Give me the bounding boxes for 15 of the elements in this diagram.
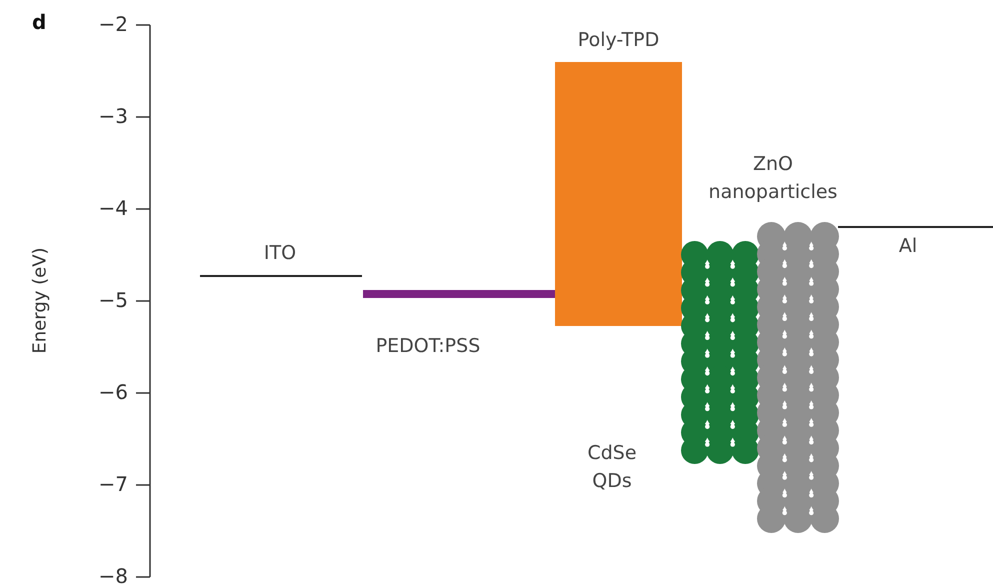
layer-label: ITO [262,241,298,266]
layer-label: ZnO nanoparticles [708,152,838,205]
layer-label: Poly-TPD [576,28,660,53]
axis-tick-label: −3 [98,104,128,128]
axis-tick-label: −7 [98,472,128,496]
axis-tick-label: −4 [98,196,128,220]
axis-tick-label: −5 [98,288,128,312]
axis-tick-label: −8 [98,564,128,586]
axis-title: Energy (eV) [30,246,50,356]
layer-label: Al [898,234,918,259]
axis-tick-label: −2 [98,12,128,36]
layer-label: PEDOT:PSS [374,334,482,359]
panel-letter: d [32,10,46,34]
axis-tick-label: −6 [98,380,128,404]
layer-label: CdSe QDs [586,441,638,494]
